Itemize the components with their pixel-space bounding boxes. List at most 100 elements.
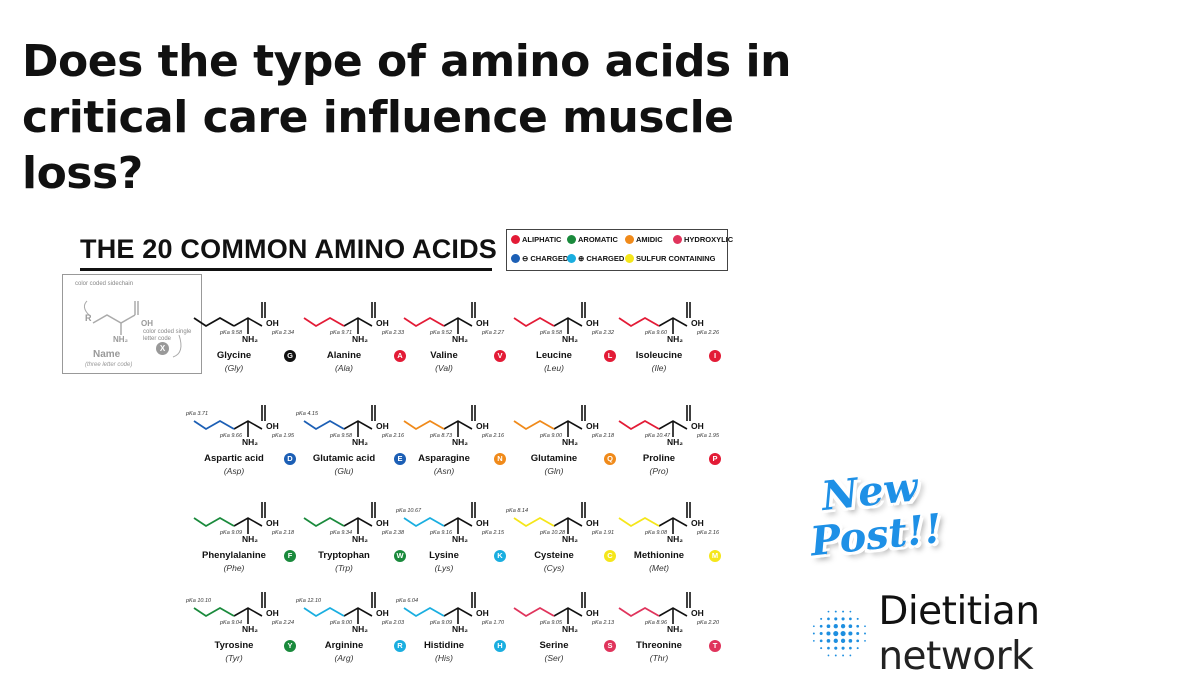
pka-acid: pKa 2.16: [482, 433, 505, 439]
pka-acid: pKa 2.16: [697, 530, 720, 536]
structure-drawing: [193, 502, 266, 534]
nh2-label: NH₂: [452, 334, 469, 344]
pka-amine: pKa 9.05: [540, 620, 563, 626]
oh-label: OH: [691, 421, 704, 431]
logo-dot: [819, 632, 823, 636]
logo-dot: [826, 631, 831, 636]
logo-dot: [833, 630, 839, 637]
amino-acid-name: Glutamic acid: [312, 453, 376, 464]
logo-dot: [812, 639, 815, 642]
letter-code-badge: T: [709, 640, 721, 652]
dot-grid-logo-icon: [812, 610, 866, 657]
sidechain: [403, 606, 445, 618]
amino-acid-abbr: (Val): [435, 363, 453, 373]
amino-acid-name: Arginine: [324, 640, 364, 651]
oh-label: OH: [266, 421, 279, 431]
pka-amine: pKa 9.34: [330, 530, 353, 536]
amino-acid-abbr: (Asp): [223, 466, 245, 476]
pka-acid: pKa 1.95: [272, 433, 295, 439]
brand-name-bold: Dietitian: [878, 589, 1040, 634]
sidechain: [303, 419, 345, 431]
structure-drawing: [193, 302, 266, 334]
key-r-label: R: [85, 313, 92, 323]
pka-amine: pKa 9.58: [540, 330, 563, 336]
nh2-label: NH₂: [667, 334, 684, 344]
letter-code-badge: L: [604, 350, 616, 362]
amino-acid-name: Cysteine: [534, 550, 574, 561]
key-abbr-label: (three letter code): [85, 362, 133, 368]
key-sidechain-note: color coded sidechain: [75, 281, 134, 287]
letter-code-badge: Y: [284, 640, 296, 652]
logo-dot: [848, 631, 853, 636]
structure-drawing: [303, 405, 376, 437]
sidechain: [513, 606, 555, 618]
logo-dot: [864, 639, 866, 642]
amino-acid-abbr: (His): [435, 653, 453, 663]
structure-drawing: [403, 502, 476, 534]
logo-dot: [827, 654, 830, 657]
amino-acid-name: Tyrosine: [214, 640, 254, 651]
sidechain: [303, 516, 345, 528]
logo-dot: [864, 632, 866, 635]
pka-amine: pKa 9.16: [430, 530, 453, 536]
pka-amine: pKa 9.58: [330, 433, 353, 439]
logo-dot: [812, 632, 815, 635]
logo-dot: [819, 624, 823, 628]
nh2-label: NH₂: [352, 534, 369, 544]
amino-acid-abbr: (Cys): [543, 563, 565, 573]
structure-drawing: [618, 302, 691, 334]
legend-item: ALIPHATIC: [511, 235, 561, 244]
oh-label: OH: [586, 608, 599, 618]
legend-label: ⊕ CHARGED: [578, 254, 625, 263]
logo-dot: [834, 617, 838, 621]
oh-label: OH: [476, 518, 489, 528]
legend-color-dot: [511, 235, 520, 244]
nh2-label: NH₂: [562, 437, 579, 447]
legend-label: HYDROXYLIC: [684, 235, 734, 244]
nh2-label: NH₂: [242, 624, 259, 634]
pka-amine: pKa 9.58: [220, 330, 243, 336]
structure-drawing: [193, 405, 266, 437]
structure-drawing: [513, 302, 586, 334]
letter-code-badge: M: [709, 550, 721, 562]
key-structure-drawing: [83, 300, 182, 358]
poster-title: THE 20 COMMON AMINO ACIDS: [80, 234, 498, 264]
nh2-label: NH₂: [452, 624, 469, 634]
amino-acid-abbr: (Leu): [544, 363, 564, 373]
pka-acid: pKa 2.24: [272, 620, 295, 626]
amino-acid-name: Aspartic acid: [204, 453, 264, 464]
logo-dot: [842, 654, 845, 657]
logo-dot: [820, 647, 823, 650]
legend-item: SULFUR CONTAINING: [625, 254, 715, 263]
oh-label: OH: [691, 608, 704, 618]
amino-acid-abbr: (Ala): [335, 363, 353, 373]
pka-amine: pKa 10.28: [540, 530, 566, 536]
key-letter-note: color coded single letter code: [143, 329, 192, 342]
amino-acid-abbr: (Met): [649, 563, 669, 573]
logo-dot: [833, 624, 838, 629]
structure-drawing: [618, 592, 691, 624]
legend-item: AROMATIC: [567, 235, 618, 244]
logo-dot: [826, 624, 831, 629]
legend-item: ⊕ CHARGED: [567, 254, 624, 263]
structure-key: color coded sidechain color coded single…: [62, 274, 202, 374]
logo-dot: [840, 638, 846, 643]
letter-code-badge: E: [394, 453, 406, 465]
sidechain: [618, 419, 660, 431]
oh-label: OH: [586, 421, 599, 431]
oh-label: OH: [476, 318, 489, 328]
sidechain: [403, 316, 445, 328]
structure-drawing: [403, 592, 476, 624]
nh2-label: NH₂: [352, 437, 369, 447]
amino-acid-name: Phenylalanine: [202, 550, 266, 561]
amino-acid-abbr: (Ile): [651, 363, 667, 373]
pka-sidechain: pKa 6.04: [396, 598, 419, 604]
logo-dot: [840, 630, 846, 637]
pka-acid: pKa 2.13: [592, 620, 615, 626]
pka-sidechain: pKa 3.71: [186, 411, 209, 417]
